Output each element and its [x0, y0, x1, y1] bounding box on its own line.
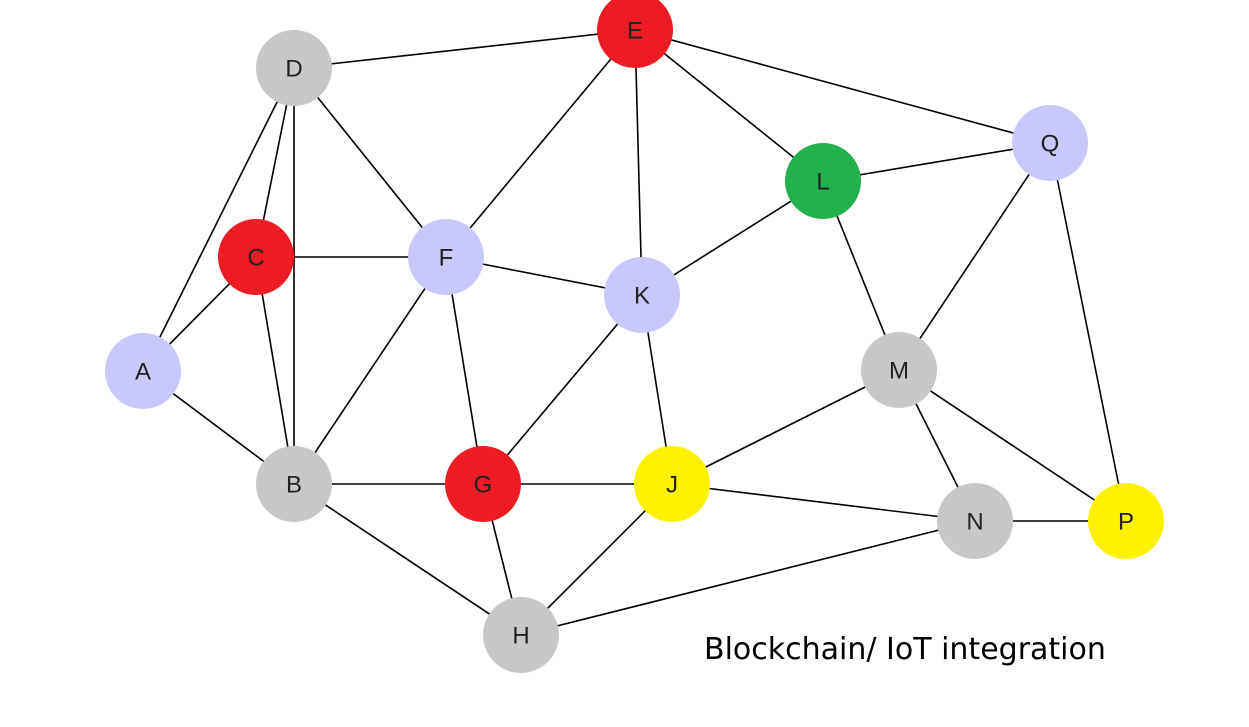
- node-label-q: Q: [1041, 131, 1060, 158]
- node-circle-l: [785, 143, 861, 219]
- node-label-p: P: [1118, 509, 1134, 536]
- node-label-a: A: [135, 359, 151, 386]
- node-circle-e: [597, 0, 673, 68]
- node-j: J: [634, 446, 710, 522]
- node-circle-f: [408, 219, 484, 295]
- node-circle-k: [604, 257, 680, 333]
- node-label-c: C: [247, 245, 264, 272]
- edge-q-p: [1049, 142, 1127, 522]
- node-circle-q: [1012, 105, 1088, 181]
- node-circle-n: [937, 483, 1013, 559]
- node-c: C: [218, 219, 294, 295]
- node-label-d: D: [285, 56, 302, 83]
- node-label-e: E: [627, 18, 643, 45]
- node-d: D: [256, 30, 332, 106]
- node-label-b: B: [286, 472, 302, 499]
- node-label-f: F: [439, 245, 454, 272]
- edge-e-f: [445, 29, 636, 258]
- edge-e-q: [634, 29, 1051, 144]
- node-q: Q: [1012, 105, 1088, 181]
- node-circle-h: [483, 597, 559, 673]
- node-label-n: N: [966, 509, 983, 536]
- node-b: B: [256, 446, 332, 522]
- node-k: K: [604, 257, 680, 333]
- node-e: E: [597, 0, 673, 68]
- edge-b-h: [293, 483, 522, 636]
- node-circle-g: [445, 446, 521, 522]
- node-label-m: M: [889, 358, 909, 385]
- edge-a-d: [142, 67, 295, 372]
- node-label-g: G: [474, 472, 493, 499]
- edge-e-k: [634, 29, 643, 296]
- diagram-caption: Blockchain/ IoT integration: [704, 632, 1106, 667]
- node-a: A: [105, 333, 181, 409]
- node-g: G: [445, 446, 521, 522]
- node-p: P: [1088, 483, 1164, 559]
- node-circle-p: [1088, 483, 1164, 559]
- edge-b-f: [293, 256, 447, 485]
- node-n: N: [937, 483, 1013, 559]
- node-circle-c: [218, 219, 294, 295]
- node-circle-d: [256, 30, 332, 106]
- edge-j-n: [671, 483, 976, 522]
- node-circle-m: [861, 332, 937, 408]
- edge-l-q: [822, 142, 1051, 182]
- node-l: L: [785, 143, 861, 219]
- edge-m-j: [671, 369, 900, 485]
- nodes-layer: A B C D E F G H J K L M N P Q: [105, 0, 1164, 673]
- edge-g-k: [482, 294, 643, 485]
- node-label-l: L: [816, 169, 829, 196]
- node-m: M: [861, 332, 937, 408]
- node-label-h: H: [512, 623, 529, 650]
- node-circle-b: [256, 446, 332, 522]
- edge-d-f: [293, 67, 447, 258]
- node-circle-j: [634, 446, 710, 522]
- node-circle-a: [105, 333, 181, 409]
- node-h: H: [483, 597, 559, 673]
- edge-q-m: [898, 142, 1051, 371]
- edge-f-g: [445, 256, 484, 485]
- edge-c-b: [255, 256, 295, 485]
- edge-e-l: [634, 29, 824, 182]
- edge-n-h: [520, 520, 976, 636]
- edge-m-p: [898, 369, 1127, 522]
- node-label-j: J: [666, 472, 678, 499]
- node-label-k: K: [634, 283, 650, 310]
- node-f: F: [408, 219, 484, 295]
- edge-d-e: [293, 29, 636, 69]
